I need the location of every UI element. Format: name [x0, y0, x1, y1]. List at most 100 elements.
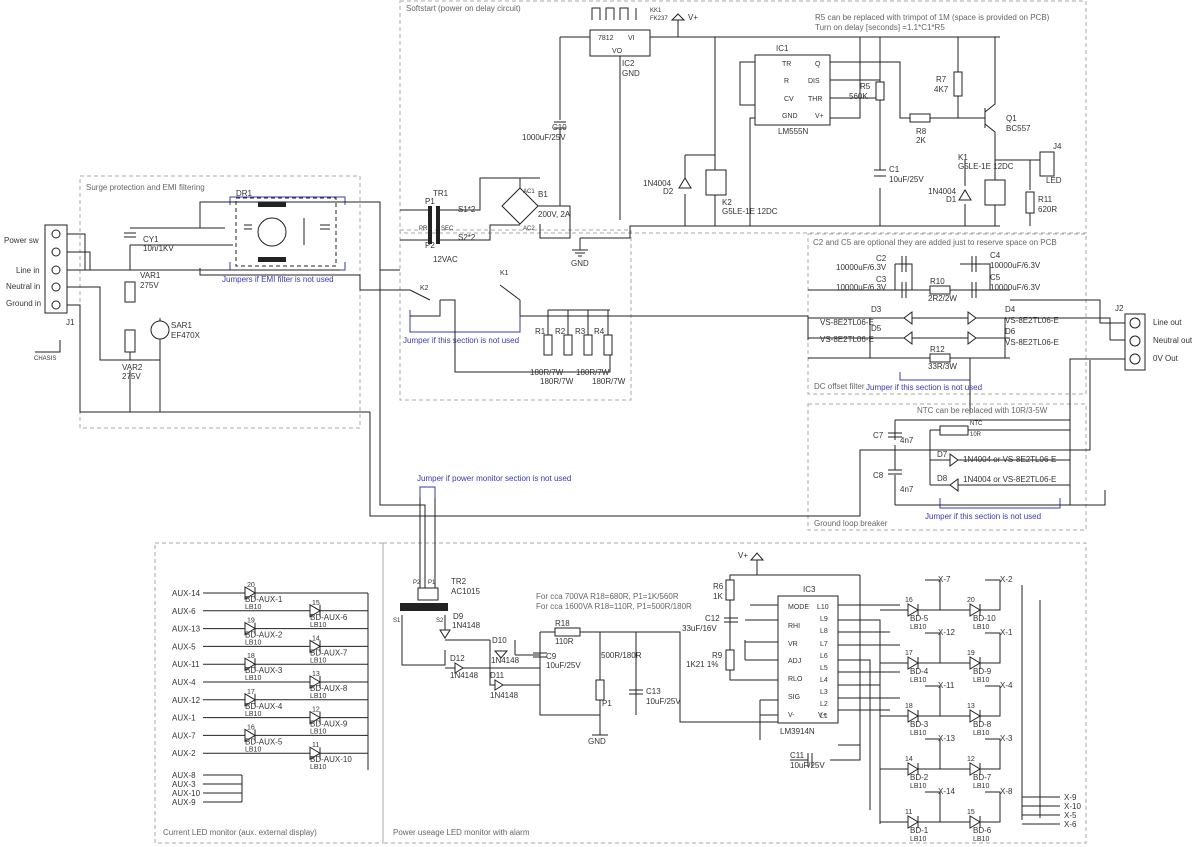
r7-resistor: [953, 71, 963, 97]
tr2-s1: S1: [393, 618, 401, 624]
d1-part: 1N4004: [928, 187, 957, 196]
d7-value: 1N4004 or VS-8E2TL06-E: [963, 455, 1056, 464]
r11-resistor: [1025, 191, 1035, 214]
gnd-label: GND: [571, 259, 589, 268]
tr2-p2: P2: [413, 580, 421, 586]
bar-led-type-right: LB10: [973, 624, 989, 631]
aux-led-number: 14: [312, 635, 320, 642]
bar-x-right: X-8: [1000, 787, 1013, 796]
r3-ref: R3: [575, 327, 586, 336]
aux-extra-label: AUX-10: [172, 789, 201, 798]
aux-led-type: LB10: [310, 729, 326, 736]
j2-pin-line-out: Line out: [1153, 318, 1182, 327]
jumper-markers: [229, 196, 1061, 509]
r3-value: 180R/7W: [576, 368, 610, 377]
cy1-ref: CY1: [143, 235, 159, 244]
r5-resistor: [875, 81, 885, 101]
tr1-ref: TR1: [433, 189, 449, 198]
d12-ref: D12: [450, 654, 465, 663]
d2-ref: D2: [663, 187, 674, 196]
ntc-ref: NTC: [970, 421, 983, 427]
aux-label: AUX-14: [172, 589, 201, 598]
ic2-ref: IC2: [622, 59, 635, 68]
surge-wiring: [67, 201, 400, 413]
c1-capacitor: [874, 169, 886, 177]
d4-diode: [967, 311, 977, 325]
k2-coil: [705, 169, 727, 196]
ic1-pin-thr: THR: [808, 96, 822, 103]
x-out-label: X-10: [1064, 802, 1081, 811]
ic3-pin-mode: MODE: [788, 604, 809, 611]
bar-led: [969, 656, 981, 670]
c11-value: 10uF/25V: [790, 761, 825, 770]
aux-led: [244, 621, 256, 636]
bar-wire-right: [940, 738, 1001, 770]
ic3-pin-l4: L4: [820, 677, 828, 684]
bar-led-name-left: BD-5: [910, 614, 929, 623]
c4-value: 10000uF/6.3V: [990, 261, 1041, 270]
bar-led-name-left: BD-4: [910, 667, 929, 676]
c9-ref: C9: [546, 652, 557, 661]
ic2-regulator: [559, 7, 1000, 220]
r10-ref: R10: [930, 277, 945, 286]
bar-led-type-left: LB10: [910, 783, 926, 790]
d11-value: 1N4148: [490, 691, 519, 700]
c4-ref: C4: [990, 251, 1001, 260]
r7-value: 4K7: [934, 85, 949, 94]
aux-extra-label: AUX-8: [172, 771, 196, 780]
aux-led-name: BD-AUX-5: [245, 737, 283, 746]
tr1-pri: PRI: [419, 226, 429, 232]
aux-led-type: LB10: [245, 746, 261, 753]
note-r5: R5 can be replaced with trimpot of 1M (s…: [815, 13, 1050, 22]
bar-led-array: X-716BD-5LB10X-220BD-10LB10X-1217BD-4LB1…: [880, 575, 1081, 843]
d10-diode: [493, 650, 509, 659]
r11-ref: R11: [1038, 195, 1053, 204]
sar1-value: EF470X: [171, 331, 201, 340]
bar-led-name-left: BD-2: [910, 773, 929, 782]
aux-label: AUX-5: [172, 642, 196, 651]
d1-diode: [958, 189, 972, 201]
aux-led-name: BD-AUX-9: [310, 720, 348, 729]
aux-label: AUX-6: [172, 607, 196, 616]
d10-value: 1N4148: [491, 656, 520, 665]
aux-led-number: 13: [312, 671, 320, 678]
ic3-pin-rhi: RHI: [788, 623, 800, 630]
bar-led: [907, 762, 919, 776]
jumper-label-ground: Jumper if this section is not used: [925, 512, 1041, 521]
ic3-driver: [777, 595, 839, 724]
aux-led: [309, 710, 321, 725]
cy1-capacitor: [124, 232, 136, 238]
r8-ref: R8: [916, 127, 927, 136]
r6-ref: R6: [713, 582, 724, 591]
ic3-pin-l10: L10: [817, 604, 829, 611]
gnd-lower-label: GND: [588, 737, 606, 746]
ic3-wiring: [729, 560, 900, 824]
bar-x-left: X-11: [938, 681, 955, 690]
r18-resistor: [554, 627, 581, 637]
aux-led: [244, 728, 256, 743]
bar-led-name-left: BD-1: [910, 826, 929, 835]
r1-value: 180R/7W: [530, 368, 564, 377]
bar-led-type-left: LB10: [910, 624, 926, 631]
d11-ref: D11: [490, 671, 505, 680]
aux-led-name: BD-AUX-2: [245, 631, 283, 640]
bar-wire-right: [940, 579, 1001, 611]
aux-label: AUX-1: [172, 714, 196, 723]
section-title-ground-loop: Ground loop breaker: [814, 519, 888, 528]
p1-ref: P1: [602, 699, 612, 708]
c9-value: 10uF/25V: [546, 661, 581, 670]
k2-value: G5LE-1E 12DC: [722, 207, 778, 216]
j4-label: LED: [1046, 176, 1062, 185]
r8-resistor: [909, 113, 931, 123]
j2-connector: [1124, 313, 1146, 371]
d12-diode: [454, 662, 464, 674]
c12-ref: C12: [705, 614, 720, 623]
bar-led-number-left: 17: [905, 650, 913, 657]
c8-ref: C8: [873, 471, 884, 480]
ic3-pin-adj: ADJ: [788, 658, 801, 665]
d7-ref: D7: [937, 450, 948, 459]
c2-value: 10000uF/6.3V: [836, 263, 887, 272]
bar-led-name-right: BD-7: [973, 773, 992, 782]
ic1-pin-vplus: V+: [815, 113, 824, 120]
note-c2c5: C2 and C5 are optional they are added ju…: [813, 238, 1057, 247]
